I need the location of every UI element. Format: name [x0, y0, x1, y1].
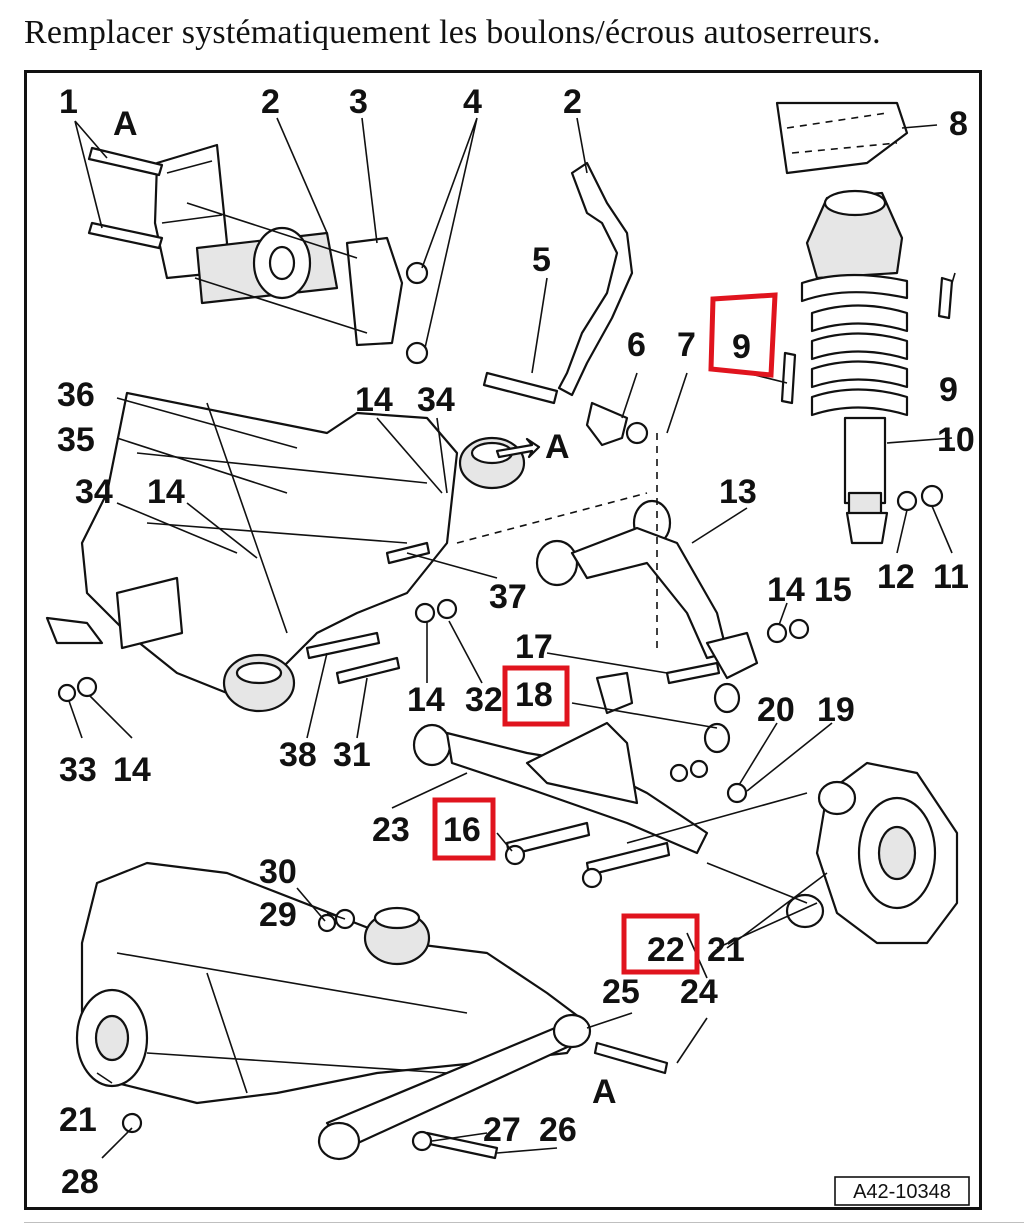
callout-9-highlighted: 9: [732, 328, 751, 366]
highlight-box-18: [502, 665, 570, 727]
view-letter-a-mid: A: [545, 428, 570, 466]
reference-code: A42-10348: [853, 1181, 951, 1203]
bracket-assembly: [87, 143, 429, 365]
view-letter-a-bottom: A: [592, 1073, 617, 1111]
wheel-hub: [626, 761, 959, 945]
callout-23: 23: [372, 811, 410, 849]
stabilizer-bar: [482, 161, 649, 447]
callout-4: 4: [463, 83, 482, 121]
callout-22-highlighted: 22: [647, 931, 685, 969]
callout-32: 32: [465, 681, 503, 719]
callout-3: 3: [349, 83, 368, 121]
callout-36: 36: [57, 376, 95, 414]
callout-17: 17: [515, 628, 553, 666]
callout-21b: 21: [59, 1101, 97, 1139]
callout-14c: 14: [767, 571, 805, 609]
highlight-box-9: [708, 292, 778, 378]
highlight-box-16: [432, 797, 496, 861]
callout-7: 7: [677, 326, 696, 364]
callout-30: 30: [259, 853, 297, 891]
toe-link: [571, 661, 748, 804]
callout-labels: 1 2 3 4 2 5 6 7 9 8 9 36 14 34 10 35 34 …: [57, 83, 975, 1201]
callout-12: 12: [877, 558, 915, 596]
callout-8: 8: [949, 105, 968, 143]
callout-38: 38: [279, 736, 317, 774]
leader-lines: [68, 117, 956, 1159]
subframe: [45, 391, 526, 713]
callout-20: 20: [757, 691, 795, 729]
bottom-rule: [24, 1222, 1024, 1223]
callout-10: 10: [937, 421, 975, 459]
diagram-canvas: 1 2 3 4 2 5 6 7 9 8 9 36 14 34 10 35 34 …: [45, 83, 975, 1206]
callout-37: 37: [489, 578, 527, 616]
callout-28: 28: [61, 1163, 99, 1201]
upper-control-arm: [456, 433, 810, 680]
callout-15: 15: [814, 571, 852, 609]
view-letters: A A A: [113, 105, 617, 1111]
callout-18-highlighted: 18: [515, 676, 553, 714]
callout-6: 6: [627, 326, 646, 364]
rear-carrier: [75, 861, 669, 1161]
callout-19: 19: [817, 691, 855, 729]
callout-1: 1: [59, 83, 78, 121]
callout-14d: 14: [407, 681, 445, 719]
callout-24: 24: [680, 973, 718, 1011]
callout-26: 26: [539, 1111, 577, 1149]
callout-16-highlighted: 16: [443, 811, 481, 849]
callout-14e: 14: [113, 751, 151, 789]
strut-assembly: [775, 101, 954, 545]
callout-21a: 21: [707, 931, 745, 969]
callout-13: 13: [719, 473, 757, 511]
exploded-suspension-diagram: 1 2 3 4 2 5 6 7 9 8 9 36 14 34 10 35 34 …: [24, 70, 982, 1210]
callout-14b: 14: [147, 473, 185, 511]
callout-14a: 14: [355, 381, 393, 419]
reference-box: A42-10348: [834, 1176, 970, 1206]
highlight-box-22: [621, 913, 700, 975]
view-letter-a-top: A: [113, 105, 138, 143]
callout-11: 11: [933, 558, 969, 596]
callout-27: 27: [483, 1111, 521, 1149]
callout-29: 29: [259, 896, 297, 934]
callout-2b: 2: [563, 83, 582, 121]
callout-31: 31: [333, 736, 371, 774]
callout-33: 33: [59, 751, 97, 789]
callout-2: 2: [261, 83, 280, 121]
callout-34a: 34: [417, 381, 455, 419]
callout-35: 35: [57, 421, 95, 459]
instruction-caption: Remplacer systématiquement les boulons/é…: [24, 14, 881, 51]
callout-25: 25: [602, 973, 640, 1011]
highlight-boxes: [432, 292, 778, 975]
arrow-a-icon: [495, 437, 541, 459]
callout-9: 9: [939, 371, 958, 409]
lower-wishbone: [412, 721, 709, 889]
callout-5: 5: [532, 241, 551, 279]
callout-34b: 34: [75, 473, 113, 511]
